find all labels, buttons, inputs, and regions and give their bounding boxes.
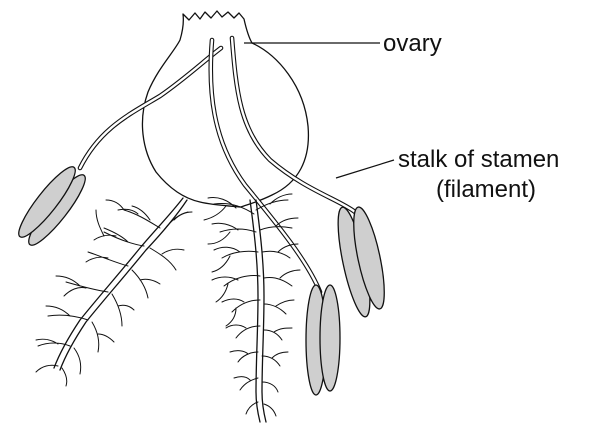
left-filament	[80, 48, 221, 168]
middle-stigma	[204, 194, 300, 422]
left-stigma	[36, 198, 192, 386]
stalk-of-stamen-label: stalk of stamen	[398, 146, 559, 174]
ovary-label: ovary	[383, 30, 442, 58]
filament-label: (filament)	[436, 176, 536, 204]
left-anther	[12, 161, 92, 251]
middle-anther	[306, 285, 340, 395]
ovary-body	[142, 11, 308, 207]
stalk-leader-line	[336, 160, 394, 178]
right-anther	[332, 205, 391, 319]
right-filament	[232, 38, 355, 212]
middle-filament	[211, 40, 320, 292]
